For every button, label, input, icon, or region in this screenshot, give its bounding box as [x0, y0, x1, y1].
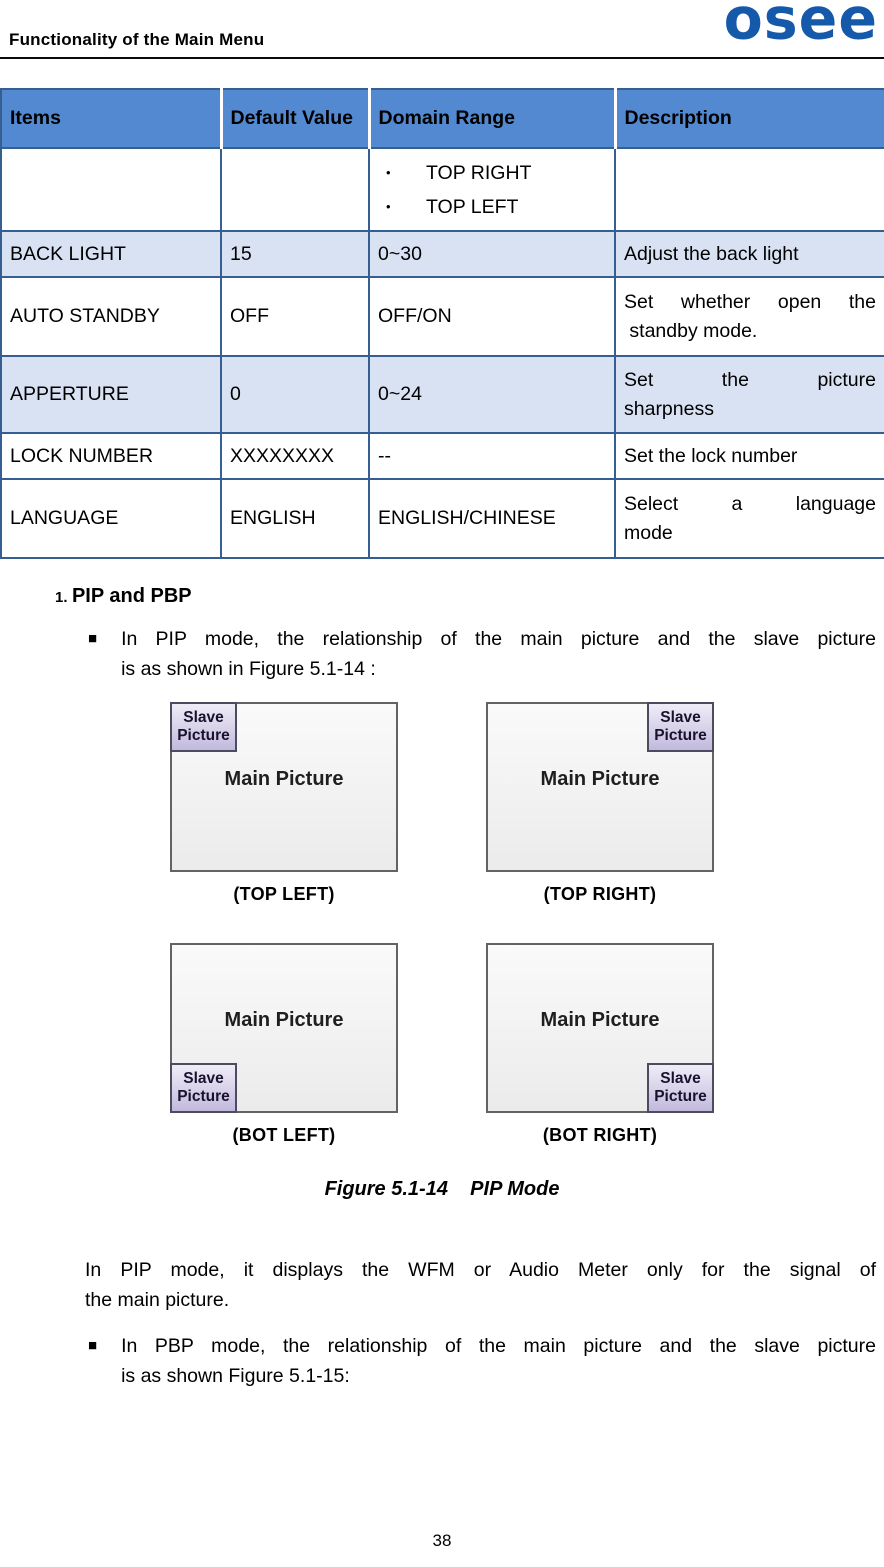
slave-picture-box: Slave Picture [647, 702, 714, 752]
bullet-text: In PIP mode, the relationship of the mai… [121, 624, 876, 684]
paragraph-line: the main picture. [85, 1289, 230, 1311]
cell-description: Adjust the back light [614, 230, 884, 278]
panel-caption: (BOT RIGHT) [542, 1125, 658, 1145]
paragraph-pip-wfm: In PIP mode, it displays the WFM or Audi… [85, 1255, 876, 1315]
slave-picture-label: Slave Picture [177, 709, 230, 744]
cell-item: BACK LIGHT [0, 230, 222, 278]
bullet-line: is as shown Figure 5.1-15: [121, 1365, 350, 1387]
settings-table: Items Default Value Domain Range Descrip… [0, 88, 884, 559]
cell-description: Set the picture sharpness [614, 355, 884, 434]
table-row-apperture: APPERTURE 0 0~24 Set the picture sharpne… [0, 355, 884, 434]
bullet-icon: • [386, 198, 391, 214]
figure-caption: Figure 5.1-14 PIP Mode [324, 1178, 560, 1200]
panel-caption: (TOP RIGHT) [543, 884, 657, 904]
section-title: PIP and PBP [71, 585, 192, 607]
main-picture-label: Main Picture [224, 1008, 344, 1031]
osee-logo: osee [723, 0, 878, 53]
cell-description [614, 147, 884, 232]
domain-option: • TOP LEFT [378, 190, 606, 224]
cell-domain: OFF/ON [368, 276, 616, 357]
square-bullet-icon: ■ [88, 1337, 98, 1354]
paragraph-line: In PIP mode, it displays the WFM or Audi… [85, 1259, 876, 1281]
cell-domain: -- [368, 432, 616, 480]
col-header-description: Description [613, 88, 884, 149]
table-header-row: Items Default Value Domain Range Descrip… [1, 88, 884, 149]
slave-picture-box: Slave Picture [170, 702, 237, 752]
pip-panel-bot-left: Slave Picture Main Picture (BOT LEFT) [170, 943, 398, 1146]
table-row-auto-standby: AUTO STANDBY OFF OFF/ON Set whether open… [0, 276, 884, 357]
domain-option-label: TOP RIGHT [426, 161, 532, 184]
domain-option: • TOP RIGHT [378, 156, 606, 190]
bullet-line: In PBP mode, the relationship of the mai… [121, 1335, 876, 1357]
main-picture-box: Slave Picture Main Picture [486, 943, 714, 1113]
cell-item: LANGUAGE [0, 478, 222, 559]
cell-default: 15 [220, 230, 370, 278]
pip-panel-top-right: Slave Picture Main Picture (TOP RIGHT) [486, 702, 714, 905]
slave-picture-label: Slave Picture [177, 1070, 230, 1105]
panel-caption: (BOT LEFT) [232, 1125, 336, 1145]
bullet-item-pbp: ■ In PBP mode, the relationship of the m… [88, 1331, 876, 1391]
col-header-default-value: Default Value [219, 88, 369, 149]
col-header-domain-range: Domain Range [367, 88, 615, 149]
cell-default: OFF [220, 276, 370, 357]
main-picture-label: Main Picture [224, 767, 344, 790]
section-heading: 1. PIP and PBP [55, 585, 884, 608]
slave-picture-label: Slave Picture [654, 1070, 707, 1105]
pip-panel-top-left: Slave Picture Main Picture (TOP LEFT) [170, 702, 398, 905]
cell-domain: 0~30 [368, 230, 616, 278]
cell-item [0, 147, 222, 232]
cell-description: Set whether open the standby mode. [614, 276, 884, 357]
cell-default [220, 147, 370, 232]
bullet-item-pip: ■ In PIP mode, the relationship of the m… [88, 624, 876, 684]
cell-item: APPERTURE [0, 355, 222, 434]
main-picture-box: Slave Picture Main Picture [486, 702, 714, 872]
pip-panel-bot-right: Slave Picture Main Picture (BOT RIGHT) [486, 943, 714, 1146]
main-picture-box: Slave Picture Main Picture [170, 943, 398, 1113]
section-number: 1. [55, 589, 68, 606]
domain-option-label: TOP LEFT [426, 195, 519, 218]
cell-domain: ENGLISH/CHINESE [368, 478, 616, 559]
table-row-language: LANGUAGE ENGLISH ENGLISH/CHINESE Select … [0, 478, 884, 559]
cell-item: AUTO STANDBY [0, 276, 222, 357]
slave-picture-box: Slave Picture [170, 1063, 237, 1113]
figure-row-top: Slave Picture Main Picture (TOP LEFT) Sl… [0, 702, 884, 905]
cell-description: Select a language mode [614, 478, 884, 559]
pip-mode-figure: Slave Picture Main Picture (TOP LEFT) Sl… [0, 702, 884, 1201]
bullet-line: In PIP mode, the relationship of the mai… [121, 628, 876, 650]
cell-item: LOCK NUMBER [0, 432, 222, 480]
table-row-lock-number: LOCK NUMBER XXXXXXXX -- Set the lock num… [0, 432, 884, 480]
col-header-items: Items [1, 88, 221, 149]
cell-default: XXXXXXXX [220, 432, 370, 480]
bullet-line: is as shown in Figure 5.1-14 : [121, 658, 376, 680]
cell-domain: 0~24 [368, 355, 616, 434]
main-picture-label: Main Picture [540, 1008, 660, 1031]
panel-caption: (TOP LEFT) [233, 884, 335, 904]
cell-description: Set the lock number [614, 432, 884, 480]
cell-default: ENGLISH [220, 478, 370, 559]
table-row-continuation: • TOP RIGHT • TOP LEFT [0, 147, 884, 232]
bullet-text: In PBP mode, the relationship of the mai… [121, 1331, 876, 1391]
page-header: Functionality of the Main Menu osee [0, 0, 884, 59]
cell-default: 0 [220, 355, 370, 434]
page-number: 38 [432, 1531, 452, 1550]
bullet-icon: • [386, 164, 391, 180]
slave-picture-box: Slave Picture [647, 1063, 714, 1113]
table-row-back-light: BACK LIGHT 15 0~30 Adjust the back light [0, 230, 884, 278]
main-picture-box: Slave Picture Main Picture [170, 702, 398, 872]
figure-row-bottom: Slave Picture Main Picture (BOT LEFT) Sl… [0, 943, 884, 1146]
square-bullet-icon: ■ [88, 630, 98, 647]
cell-domain: • TOP RIGHT • TOP LEFT [368, 147, 616, 232]
slave-picture-label: Slave Picture [654, 709, 707, 744]
main-picture-label: Main Picture [540, 767, 660, 790]
header-title: Functionality of the Main Menu [9, 30, 265, 49]
